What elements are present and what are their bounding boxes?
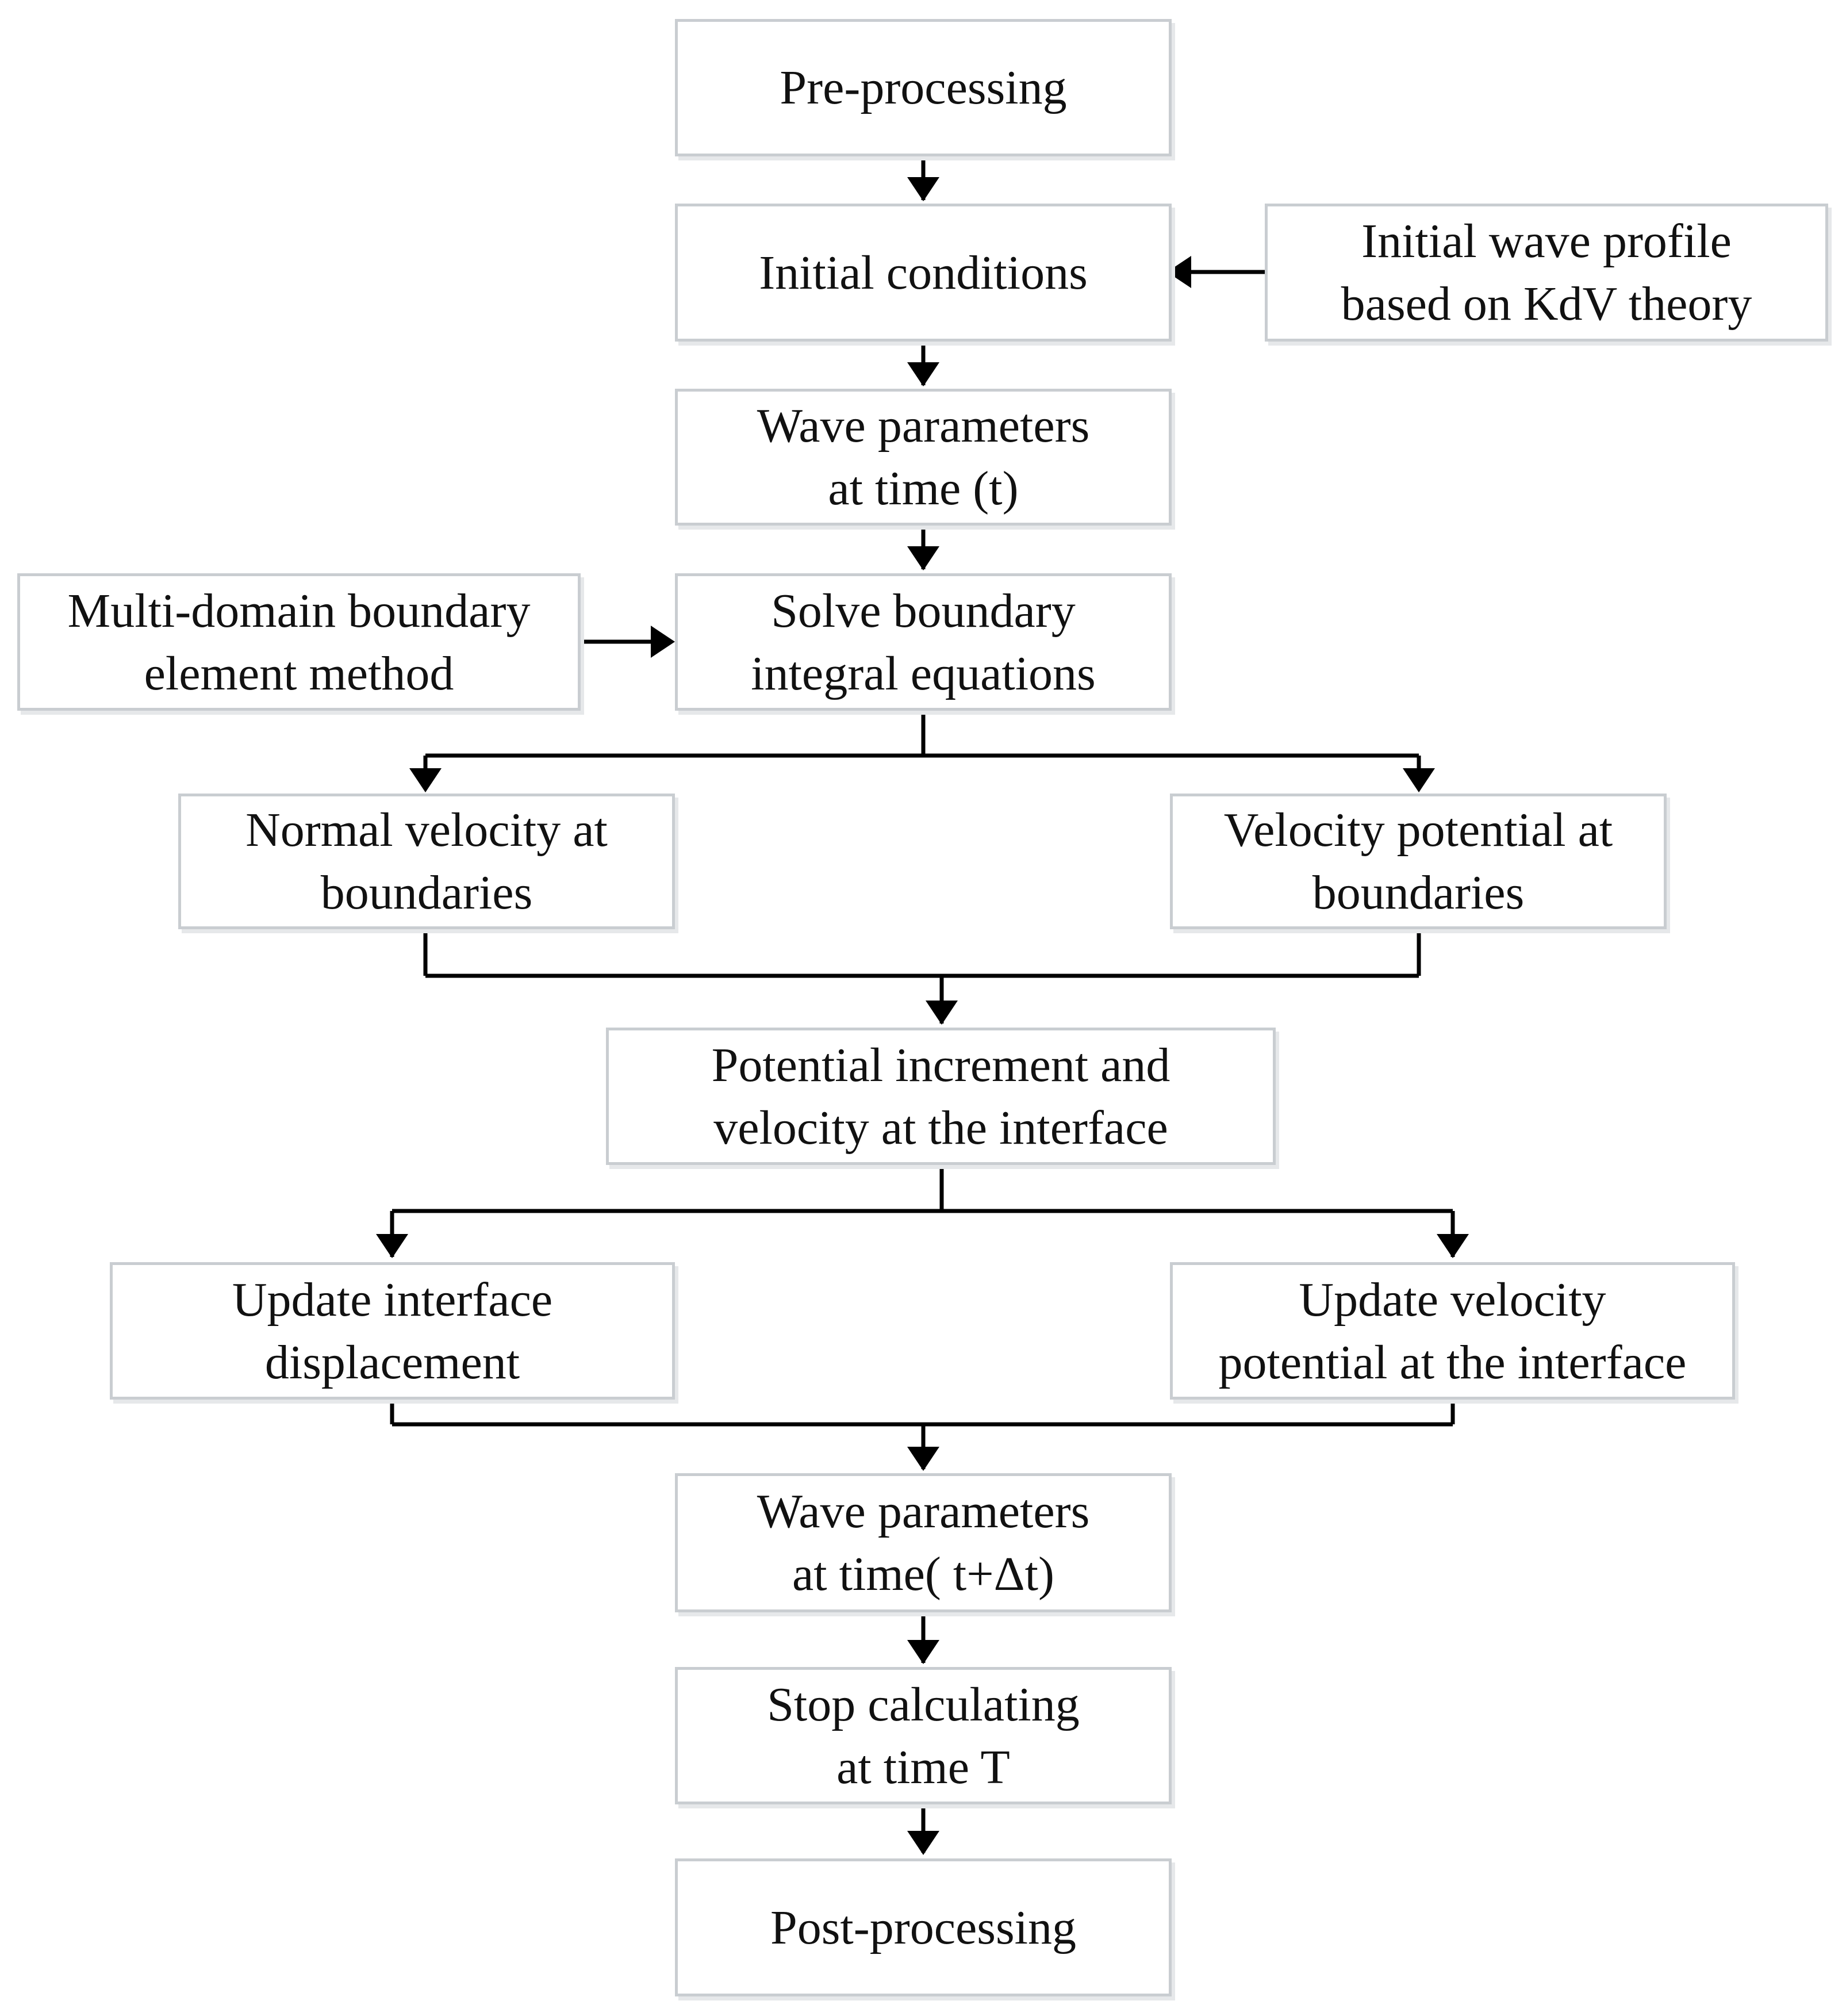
node-multi-domain-bem-line-1: Multi-domain boundary [67, 584, 531, 638]
node-solve-bie-line-1: Solve boundary [771, 584, 1076, 638]
node-stop-calculating: Stop calculating at time T [675, 1667, 1172, 1804]
node-normal-velocity-line-1: Normal velocity at [245, 803, 608, 857]
node-normal-velocity-line-2: boundaries [320, 866, 533, 919]
node-wave-params-t-dt-line-1: Wave parameters [757, 1485, 1090, 1538]
arrowhead-stop-calculating [907, 1640, 939, 1664]
node-multi-domain-bem: Multi-domain boundary element method [17, 573, 581, 711]
node-post-processing-line-1: Post-processing [770, 1900, 1076, 1954]
arrowhead-update-potential [1437, 1234, 1469, 1258]
node-wave-params-t-dt: Wave parameters at time( t+Δt) [675, 1473, 1172, 1612]
arrowhead-wave-params-t [907, 362, 939, 386]
node-update-displacement-line-2: displacement [264, 1335, 520, 1389]
arrowhead-solve-bie [907, 546, 939, 570]
node-update-potential: Update velocity potential at the interfa… [1170, 1262, 1735, 1400]
arrowhead-velocity-potential [1403, 768, 1435, 792]
arrowhead-initial-conditions [907, 177, 939, 201]
arrowhead-solve-bie-side [651, 626, 675, 658]
arrowhead-post-processing [907, 1831, 939, 1855]
arrowhead-potential-increment [926, 1001, 958, 1025]
node-initial-conditions: Initial conditions [675, 204, 1172, 342]
edge-solve-bie-split [423, 711, 1421, 789]
node-potential-increment: Potential increment and velocity at the … [606, 1028, 1276, 1165]
node-update-potential-line-1: Update velocity [1299, 1273, 1606, 1327]
edge-potential-increment-split [390, 1165, 1455, 1257]
arrowhead-normal-velocity [409, 768, 442, 792]
node-initial-wave-profile-line-1: Initial wave profile [1361, 214, 1732, 268]
edge-boundaries-merge [423, 929, 1421, 1024]
arrowhead-wave-params-t-dt [907, 1447, 939, 1471]
node-solve-bie-line-2: integral equations [751, 646, 1096, 700]
node-potential-increment-line-1: Potential increment and [711, 1038, 1170, 1092]
node-initial-conditions-line-1: Initial conditions [759, 246, 1088, 300]
node-update-displacement: Update interface displacement [110, 1262, 675, 1400]
node-wave-params-t-line-2: at time (t) [828, 462, 1019, 515]
node-velocity-potential-line-2: boundaries [1312, 866, 1525, 919]
node-velocity-potential-line-1: Velocity potential at [1223, 803, 1613, 857]
node-initial-wave-profile-line-2: based on KdV theory [1341, 277, 1752, 331]
node-pre-processing: Pre-processing [675, 19, 1172, 156]
node-pre-processing-line-1: Pre-processing [780, 61, 1067, 114]
node-velocity-potential: Velocity potential at boundaries [1170, 794, 1667, 929]
node-solve-bie: Solve boundary integral equations [675, 573, 1172, 711]
node-stop-calculating-line-2: at time T [836, 1740, 1010, 1794]
arrowhead-initial-conditions-side [1167, 256, 1191, 288]
node-update-displacement-line-1: Update interface [232, 1273, 553, 1327]
node-update-potential-line-2: potential at the interface [1218, 1335, 1687, 1389]
arrowhead-update-displacement [376, 1234, 408, 1258]
node-wave-params-t-line-1: Wave parameters [757, 399, 1090, 453]
node-potential-increment-line-2: velocity at the interface [713, 1101, 1168, 1155]
node-initial-wave-profile: Initial wave profile based on KdV theory [1265, 204, 1828, 342]
node-wave-params-t-dt-line-2: at time( t+Δt) [792, 1547, 1054, 1601]
node-stop-calculating-line-1: Stop calculating [767, 1677, 1080, 1731]
node-normal-velocity: Normal velocity at boundaries [178, 794, 675, 929]
node-multi-domain-bem-line-2: element method [144, 646, 454, 700]
edge-updates-merge [390, 1400, 1455, 1469]
node-post-processing: Post-processing [675, 1858, 1172, 1996]
node-wave-params-t: Wave parameters at time (t) [675, 389, 1172, 526]
